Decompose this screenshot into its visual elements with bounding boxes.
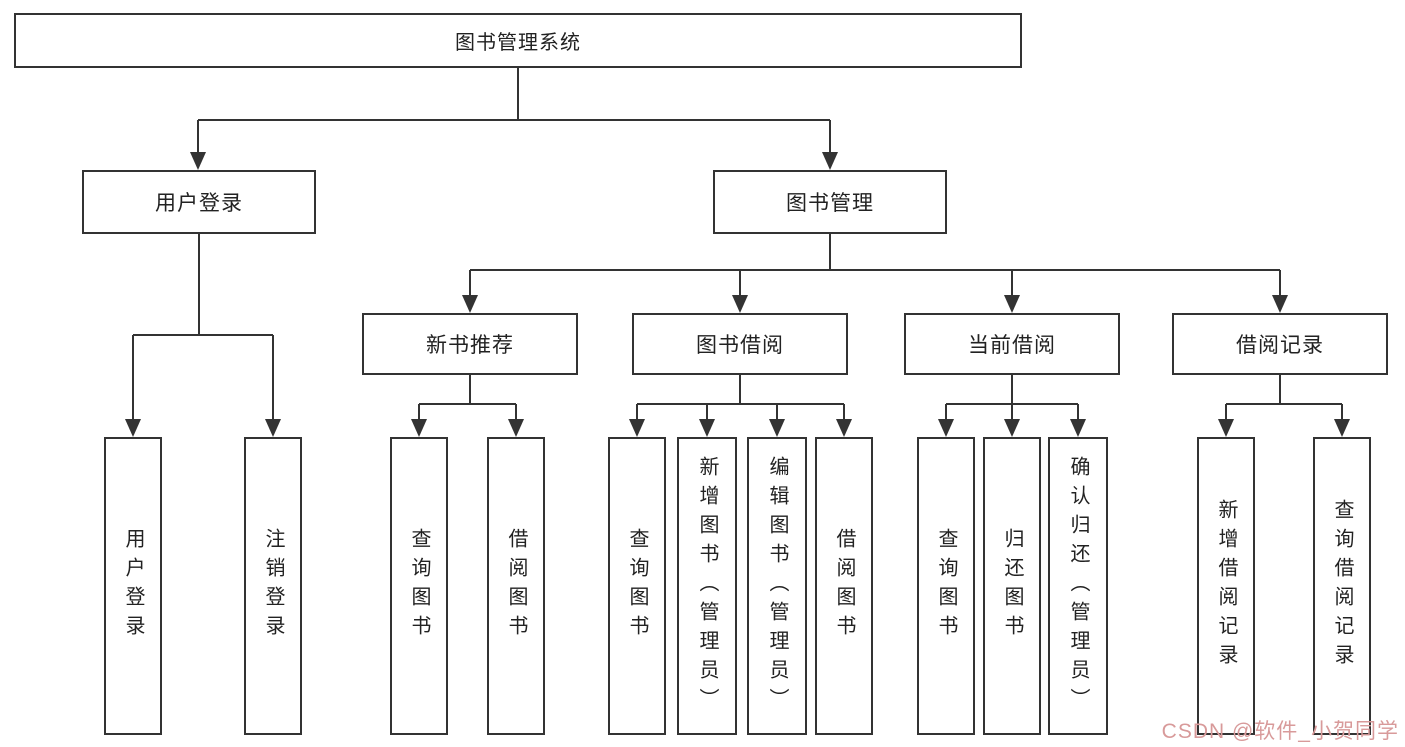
node-label: 借阅图书 (505, 528, 527, 644)
node-label: 图书管理系统 (455, 32, 581, 54)
node-user-login-branch: 用户登录 (82, 170, 316, 234)
node-book-borrow: 图书借阅 (632, 313, 848, 375)
leaf-borrow-books: 借阅图书 (815, 437, 873, 735)
node-label: 当前借阅 (968, 334, 1056, 357)
node-label: 注销登录 (262, 528, 284, 644)
leaf-logout: 注销登录 (244, 437, 302, 735)
leaf-confirm-return-admin: 确认归还（管理员） (1048, 437, 1108, 735)
leaf-return-books: 归还图书 (983, 437, 1041, 735)
node-label: 查询图书 (935, 528, 957, 644)
node-label: 新增借阅记录 (1215, 499, 1237, 673)
leaf-query-books: 查询图书 (390, 437, 448, 735)
leaf-borrow-books: 借阅图书 (487, 437, 545, 735)
leaf-query-borrow-record: 查询借阅记录 (1313, 437, 1371, 735)
node-label: 用户登录 (155, 192, 243, 215)
node-label: 借阅记录 (1236, 334, 1324, 357)
node-label: 编辑图书（管理员） (766, 455, 788, 717)
node-label: 新增图书（管理员） (696, 455, 718, 717)
node-label: 查询图书 (626, 528, 648, 644)
node-label: 借阅图书 (833, 528, 855, 644)
node-label: 图书借阅 (696, 334, 784, 357)
node-book-management-branch: 图书管理 (713, 170, 947, 234)
node-borrow-record: 借阅记录 (1172, 313, 1388, 375)
leaf-edit-books-admin: 编辑图书（管理员） (747, 437, 807, 735)
node-label: 新书推荐 (426, 334, 514, 357)
node-label: 查询借阅记录 (1331, 499, 1353, 673)
node-new-book-recommend: 新书推荐 (362, 313, 578, 375)
arrowhead-icons (125, 152, 1350, 437)
node-label: 查询图书 (408, 528, 430, 644)
csdn-watermark: CSDN @软件_小贺同学 (1161, 720, 1399, 743)
node-root-library-management-system: 图书管理系统 (14, 13, 1022, 68)
node-label: 用户登录 (122, 528, 144, 644)
leaf-add-books-admin: 新增图书（管理员） (677, 437, 737, 735)
leaf-query-books: 查询图书 (608, 437, 666, 735)
node-label: 确认归还（管理员） (1067, 455, 1089, 717)
leaf-query-books: 查询图书 (917, 437, 975, 735)
node-label: 图书管理 (786, 192, 874, 215)
node-current-borrow: 当前借阅 (904, 313, 1120, 375)
leaf-user-login: 用户登录 (104, 437, 162, 735)
node-label: 归还图书 (1001, 528, 1023, 644)
leaf-add-borrow-record: 新增借阅记录 (1197, 437, 1255, 735)
